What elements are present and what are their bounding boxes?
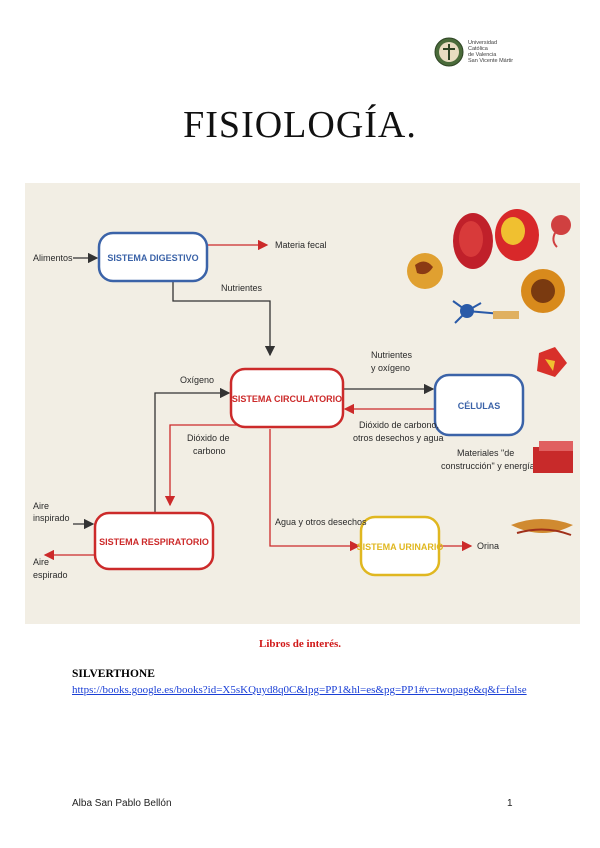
label-orina: Orina: [477, 541, 499, 551]
arrow-nutrientes: [172, 281, 276, 357]
university-seal-icon: [434, 37, 464, 67]
svg-text:SISTEMA RESPIRATORIO: SISTEMA RESPIRATORIO: [99, 537, 209, 547]
label-agua-desechos: Agua y otros desechos: [275, 517, 367, 527]
physiology-diagram: SISTEMA DIGESTIVO SISTEMA CIRCULATORIO C…: [25, 183, 580, 624]
egg-cell-icon: [495, 209, 539, 261]
svg-text:SISTEMA DIGESTIVO: SISTEMA DIGESTIVO: [107, 253, 198, 263]
section-heading-libros: Libros de interés.: [259, 638, 341, 650]
box-sistema-urinario: SISTEMA URINARIO: [357, 515, 444, 577]
university-logo: Universidad Católica de Valencia San Vic…: [434, 36, 526, 68]
sperm-cell-icon: [551, 215, 571, 248]
box-celulas: CÉLULAS: [433, 373, 525, 437]
label-dioxido-otros-2: otros desechos y agua: [353, 433, 444, 443]
label-nutrientes-oxigeno: Nutrientes: [371, 350, 413, 360]
label-dioxido-carbono: Dióxido de: [187, 433, 230, 443]
arrow-dioxido-carbono: [164, 424, 243, 507]
sunflower-cell-icon: [521, 269, 565, 313]
label-materiales-2: construcción" y energía: [441, 461, 535, 471]
label-alimentos: Alimentos: [33, 253, 73, 263]
label-materia-fecal: Materia fecal: [275, 240, 327, 250]
label-aire-espirado-2: espirado: [33, 570, 68, 580]
arrow-agua-desechos: [269, 429, 361, 552]
footer-author: Alba San Pablo Bellón: [72, 798, 172, 809]
page-number: 1: [507, 798, 513, 809]
reference-link[interactable]: https://books.google.es/books?id=X5sKQuy…: [72, 684, 527, 696]
label-oxigeno: Oxígeno: [180, 375, 214, 385]
arrow-oxigeno: [154, 387, 231, 513]
svg-text:SISTEMA URINARIO: SISTEMA URINARIO: [357, 542, 444, 552]
neuron-icon: [452, 300, 519, 324]
label-aire-espirado: Aire: [33, 557, 49, 567]
label-nutrientes-oxigeno-2: y oxígeno: [371, 363, 410, 373]
tissue-block-icon: [533, 441, 573, 473]
reference-author: SILVERTHONE: [72, 668, 155, 680]
epithelial-cells-icon: [511, 519, 573, 536]
box-sistema-respiratorio: SISTEMA RESPIRATORIO: [93, 511, 215, 571]
label-dioxido-otros: Dióxido de carbono,: [359, 420, 439, 430]
svg-text:SISTEMA CIRCULATORIO: SISTEMA CIRCULATORIO: [232, 394, 342, 404]
box-sistema-digestivo: SISTEMA DIGESTIVO: [97, 231, 209, 283]
label-dioxido-carbono-2: carbono: [193, 446, 226, 456]
label-nutrientes: Nutrientes: [221, 283, 263, 293]
label-aire-inspirado: Aire: [33, 501, 49, 511]
logo-text: Universidad Católica de Valencia San Vic…: [468, 40, 514, 64]
muscle-cells-icon: [537, 347, 567, 377]
red-blood-cell-icon: [453, 213, 493, 269]
page-title: FISIOLOGÍA.: [183, 104, 417, 146]
label-materiales: Materiales "de: [457, 448, 514, 458]
svg-text:CÉLULAS: CÉLULAS: [458, 401, 501, 411]
box-sistema-circulatorio: SISTEMA CIRCULATORIO: [229, 367, 345, 429]
label-aire-inspirado-2: inspirado: [33, 513, 70, 523]
white-blood-cell-icon: [407, 253, 443, 289]
